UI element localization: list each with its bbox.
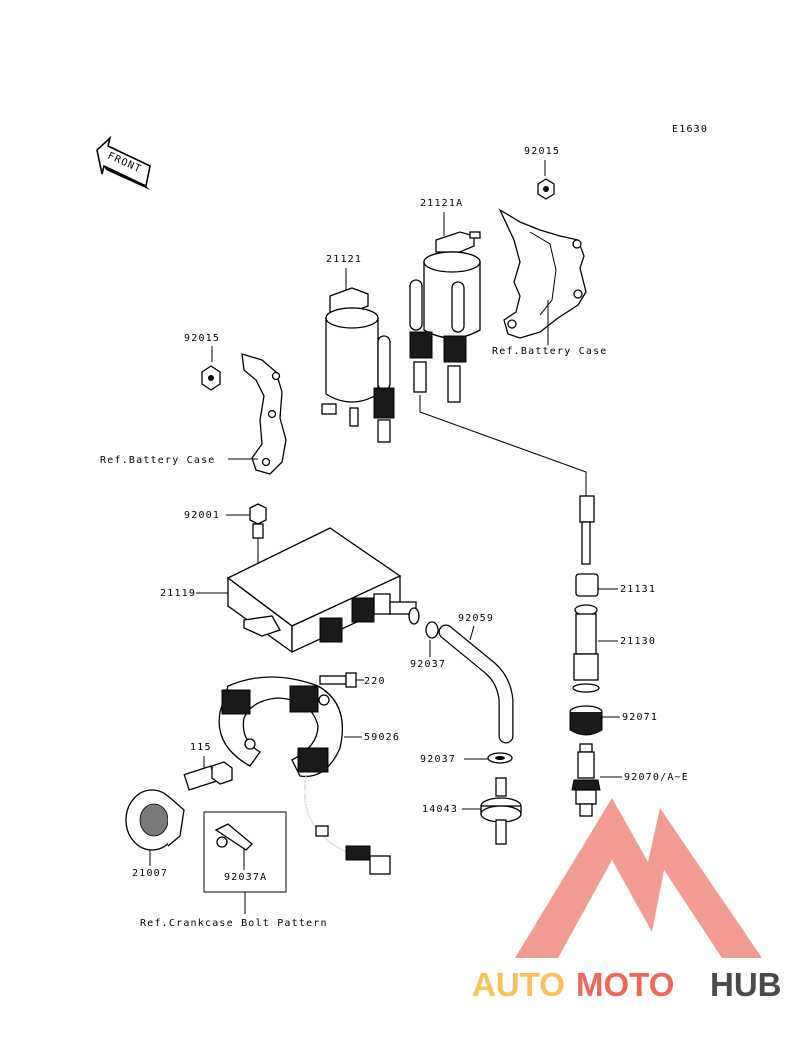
label-92070: 92070/A~E xyxy=(624,772,689,783)
watermark-text: AUTO MOTO HUB xyxy=(472,966,782,1003)
spark-plug-92070 xyxy=(571,743,601,817)
label-21121A: 21121A xyxy=(420,198,463,209)
bolt-92001 xyxy=(249,503,267,539)
ignition-coil-21121A xyxy=(409,231,481,403)
label-ref-crankcase: Ref.Crankcase Bolt Pattern xyxy=(140,918,328,929)
battery-case-bracket-right xyxy=(498,208,587,339)
label-92037A: 92037A xyxy=(224,872,267,883)
label-59026: 59026 xyxy=(364,732,400,743)
screw-220 xyxy=(319,672,357,688)
clamp-92037-lower xyxy=(487,752,513,764)
label-ref-battery-left: Ref.Battery Case xyxy=(100,455,216,466)
bracket-92037A xyxy=(214,823,253,851)
label-21119: 21119 xyxy=(160,588,196,599)
diagram-code: E1630 xyxy=(672,124,708,135)
filter-14043 xyxy=(480,777,522,845)
battery-case-bracket-left xyxy=(241,353,287,475)
igniter-unit-21119 xyxy=(226,527,420,654)
plug-cap-seal-21131 xyxy=(575,573,599,597)
label-92037-upper: 92037 xyxy=(410,659,446,670)
plug-cap-92071 xyxy=(569,705,603,736)
label-92059: 92059 xyxy=(458,613,494,624)
ignition-coil-21121 xyxy=(321,287,395,443)
watermark-logo xyxy=(515,798,762,958)
watermark-auto: AUTO xyxy=(472,966,565,1003)
pickup-coil-59026 xyxy=(218,676,391,875)
spark-plug-lead-line xyxy=(419,395,587,496)
label-92015-left: 92015 xyxy=(184,333,220,344)
plug-cap-21130 xyxy=(572,604,600,693)
label-220: 220 xyxy=(364,676,386,687)
label-92071: 92071 xyxy=(622,712,658,723)
label-21130: 21130 xyxy=(620,636,656,647)
label-21007: 21007 xyxy=(132,868,168,879)
clamp-92037-upper xyxy=(425,621,439,639)
plug-lead-end xyxy=(579,495,595,565)
label-115: 115 xyxy=(190,742,212,753)
label-92037-lower: 92037 xyxy=(420,754,456,765)
label-21121: 21121 xyxy=(326,254,362,265)
label-14043: 14043 xyxy=(422,804,458,815)
watermark-moto: MOTO xyxy=(576,966,674,1003)
nut-92015-left xyxy=(201,365,221,391)
nut-92015-top xyxy=(537,178,555,200)
bolt-115 xyxy=(183,761,233,791)
front-arrow-icon: FRONT xyxy=(96,135,151,190)
label-92001: 92001 xyxy=(184,510,220,521)
label-92015-top: 92015 xyxy=(524,146,560,157)
label-21131: 21131 xyxy=(620,584,656,595)
rotor-21007 xyxy=(125,789,185,851)
watermark-hub: HUB xyxy=(710,966,782,1003)
label-ref-battery-right: Ref.Battery Case xyxy=(492,346,608,357)
